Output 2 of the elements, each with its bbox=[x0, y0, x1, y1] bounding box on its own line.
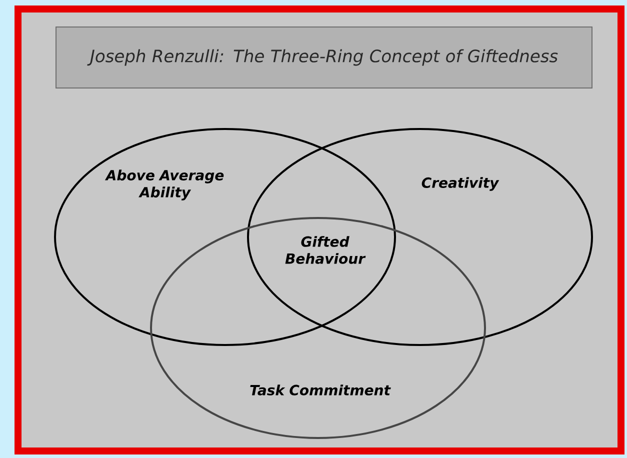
overlap-label: Gifted Behaviour bbox=[285, 236, 366, 264]
title-box: Joseph Renzulli: The Three-Ring Concept of Giftedness bbox=[56, 26, 592, 88]
